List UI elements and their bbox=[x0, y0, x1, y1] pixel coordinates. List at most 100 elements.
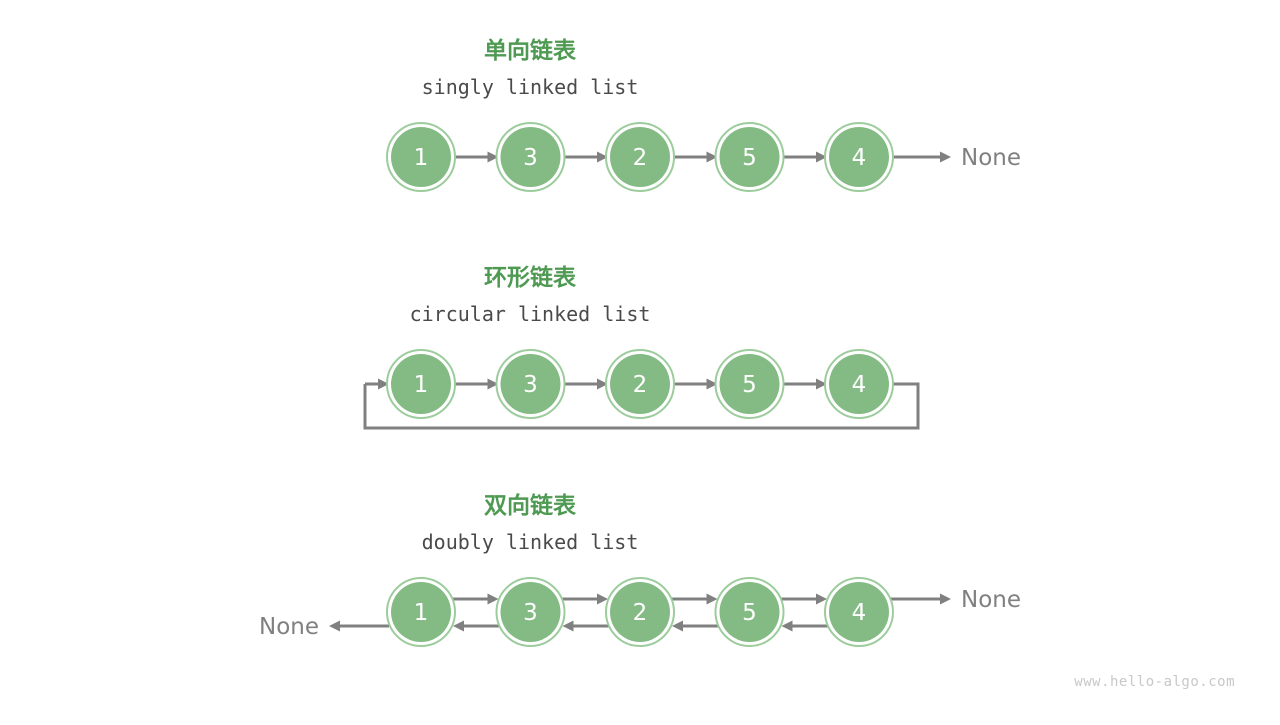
link-1-head bbox=[597, 378, 608, 390]
forward-link-2 bbox=[670, 593, 718, 605]
node-circle bbox=[500, 354, 561, 414]
link-0 bbox=[453, 151, 499, 163]
backward-link-1-head bbox=[562, 620, 574, 632]
node-circle bbox=[391, 354, 451, 414]
list-node[interactable]: 2 bbox=[605, 577, 675, 647]
list-node[interactable]: 5 bbox=[714, 122, 785, 192]
link-0-head bbox=[487, 378, 499, 390]
node-circle bbox=[829, 582, 889, 642]
node-circle bbox=[391, 127, 451, 187]
list-node[interactable]: 4 bbox=[824, 577, 894, 647]
node-circle bbox=[719, 354, 780, 414]
forward-link-1 bbox=[560, 593, 608, 605]
section-circular-linked-list: 环形链表 circular linked list 1 3 2 5 4 bbox=[363, 264, 920, 430]
head-none-label: None bbox=[259, 614, 319, 640]
tail-none-label: None bbox=[961, 587, 1021, 613]
list-node[interactable]: 3 bbox=[495, 349, 566, 419]
link-3-head bbox=[816, 378, 827, 390]
link-2-head bbox=[706, 378, 718, 390]
node-value: 5 bbox=[742, 372, 757, 398]
node-circle bbox=[391, 582, 451, 642]
list-node[interactable]: 3 bbox=[495, 122, 566, 192]
section-title: 双向链表 bbox=[484, 492, 577, 519]
node-value: 2 bbox=[633, 145, 648, 171]
node-circle bbox=[829, 127, 889, 187]
link-1-head bbox=[597, 151, 608, 163]
node-value: 4 bbox=[852, 600, 867, 626]
node-circle bbox=[610, 582, 670, 642]
link-2 bbox=[672, 378, 718, 390]
node-circle bbox=[500, 127, 561, 187]
section-subtitle: circular linked list bbox=[410, 302, 651, 326]
forward-link-2-head bbox=[706, 593, 718, 605]
backward-link-1 bbox=[562, 620, 610, 632]
link-3 bbox=[781, 151, 827, 163]
tail-none-arrow bbox=[891, 151, 951, 163]
watermark: www.hello-algo.com bbox=[1074, 674, 1235, 690]
node-value: 2 bbox=[633, 372, 648, 398]
list-node[interactable]: 5 bbox=[714, 577, 785, 647]
node-value: 3 bbox=[523, 372, 538, 398]
node-circle bbox=[610, 127, 670, 187]
node-value: 1 bbox=[414, 600, 429, 626]
node-value: 1 bbox=[414, 145, 429, 171]
node-value: 3 bbox=[523, 145, 538, 171]
node-value: 1 bbox=[414, 372, 429, 398]
forward-link-0-head bbox=[487, 593, 499, 605]
link-0 bbox=[453, 378, 499, 390]
circular-loop-path bbox=[363, 382, 920, 430]
node-circle bbox=[719, 127, 780, 187]
node-value: 4 bbox=[852, 372, 867, 398]
backward-link-2 bbox=[672, 620, 720, 632]
list-node[interactable]: 4 bbox=[824, 349, 894, 419]
list-node[interactable]: 2 bbox=[605, 122, 675, 192]
section-title: 环形链表 bbox=[484, 264, 577, 291]
node-circle bbox=[719, 582, 780, 642]
node-value: 5 bbox=[742, 145, 757, 171]
backward-link-3 bbox=[781, 620, 829, 632]
section-subtitle: doubly linked list bbox=[422, 530, 639, 554]
node-circle bbox=[829, 354, 889, 414]
backward-link-0 bbox=[453, 620, 501, 632]
tail-none-arrow bbox=[891, 593, 951, 605]
list-node[interactable]: 5 bbox=[714, 349, 785, 419]
node-value: 2 bbox=[633, 600, 648, 626]
tail-none-arrow-head bbox=[940, 593, 951, 605]
node-value: 4 bbox=[852, 145, 867, 171]
loop-return-arrow bbox=[365, 378, 389, 390]
node-value: 3 bbox=[523, 600, 538, 626]
link-0-head bbox=[487, 151, 499, 163]
tail-none-label: None bbox=[961, 145, 1021, 171]
forward-link-0 bbox=[451, 593, 499, 605]
section-subtitle: singly linked list bbox=[422, 75, 639, 99]
node-value: 5 bbox=[742, 600, 757, 626]
list-node[interactable]: 1 bbox=[386, 122, 456, 192]
list-node[interactable]: 1 bbox=[386, 577, 456, 647]
list-node[interactable]: 1 bbox=[386, 349, 456, 419]
forward-link-3 bbox=[779, 593, 827, 605]
link-3-head bbox=[816, 151, 827, 163]
head-none-arrow-head bbox=[329, 620, 340, 632]
forward-link-1-head bbox=[597, 593, 608, 605]
list-node[interactable]: 4 bbox=[824, 122, 894, 192]
head-none-arrow bbox=[329, 620, 389, 632]
list-node[interactable]: 2 bbox=[605, 349, 675, 419]
link-2-head bbox=[706, 151, 718, 163]
backward-link-3-head bbox=[781, 620, 793, 632]
link-1 bbox=[562, 151, 608, 163]
forward-link-3-head bbox=[816, 593, 827, 605]
list-node[interactable]: 3 bbox=[495, 577, 566, 647]
backward-link-2-head bbox=[672, 620, 683, 632]
tail-none-arrow-head bbox=[940, 151, 951, 163]
node-circle bbox=[500, 582, 561, 642]
section-title: 单向链表 bbox=[484, 37, 577, 64]
node-circle bbox=[610, 354, 670, 414]
link-2 bbox=[672, 151, 718, 163]
link-1 bbox=[562, 378, 608, 390]
loop-return-arrow-head bbox=[378, 378, 389, 390]
backward-link-0-head bbox=[453, 620, 464, 632]
